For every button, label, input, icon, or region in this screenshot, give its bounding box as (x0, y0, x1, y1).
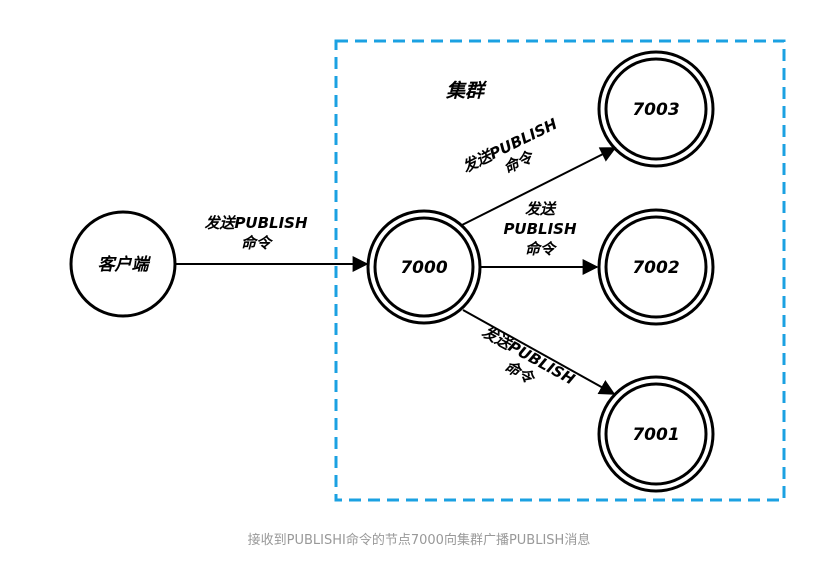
edge-label-line: 发送PUBLISH (204, 214, 308, 232)
node-7000: 7000 (366, 209, 482, 325)
arrow-7000-to-7001 (462, 309, 616, 395)
edge-label-line: 命令 (525, 240, 558, 258)
edge-label-to-7002: 发送 PUBLISH 命令 (503, 200, 577, 258)
edge-label-line: 命令 (241, 234, 274, 252)
node-7001-label: 7001 (632, 425, 679, 445)
client-node: 客户端 (69, 210, 177, 318)
cluster-publish-diagram: 集群 客户端 7000 7003 7002 7001 发送PUBLISH 命令 (69, 39, 786, 502)
cluster-label: 集群 (445, 80, 488, 102)
edge-label-line: PUBLISH (503, 220, 577, 238)
edge-label-line: 发送 (525, 200, 557, 218)
node-7002: 7002 (597, 208, 715, 326)
arrow-7000-to-7003 (461, 147, 617, 226)
figure-caption: 接收到PUBLISHI命令的节点7000向集群广播PUBLISH消息 (247, 533, 591, 548)
node-7003: 7003 (597, 50, 715, 168)
node-7000-label: 7000 (400, 258, 447, 278)
edge-label-to-7001: 发送PUBLISH 命令 (479, 323, 578, 389)
node-7003-label: 7003 (632, 100, 679, 120)
node-7002-label: 7002 (632, 258, 679, 278)
edge-label-client-to-7000: 发送PUBLISH 命令 (204, 214, 308, 252)
client-node-label: 客户端 (98, 255, 152, 275)
edge-label-to-7003: 发送PUBLISH 命令 (460, 115, 561, 178)
node-7001: 7001 (597, 375, 715, 493)
cluster-boundary (334, 39, 786, 502)
